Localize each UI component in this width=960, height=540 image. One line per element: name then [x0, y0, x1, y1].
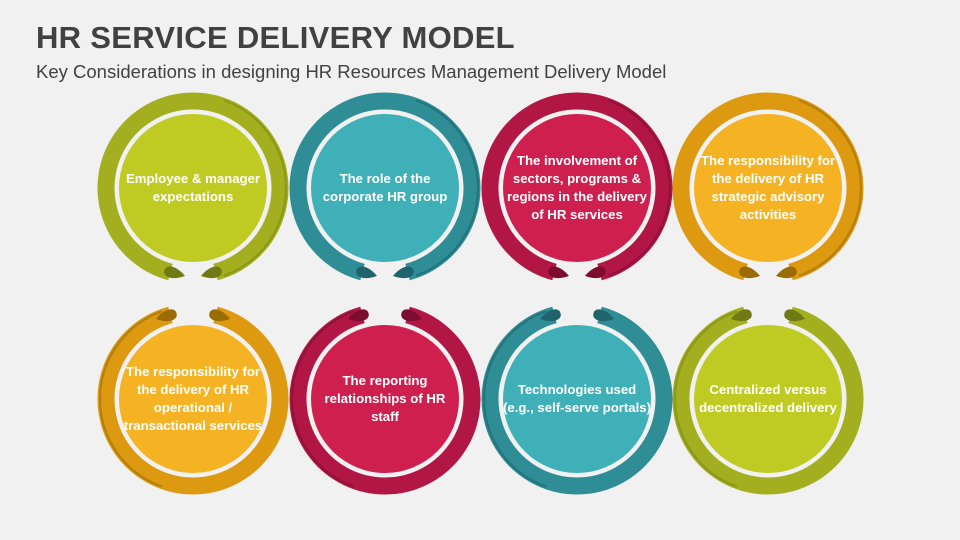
node-arrowhead-8-1: [784, 309, 806, 322]
node-graphic-1: [97, 92, 289, 281]
node-graphic-7: [481, 306, 673, 495]
node-ring-1: [97, 92, 289, 281]
node-disc-6: [311, 325, 459, 473]
node-thin-arc-2: [415, 99, 480, 277]
node-arrowhead-1-2: [201, 266, 222, 279]
diagram-node-7[interactable]: Technologies used (e.g., self-serve port…: [477, 299, 677, 499]
node-arrowhead-7-2: [539, 309, 561, 322]
node-graphic-8: [672, 306, 864, 495]
node-thin-arc-5: [98, 310, 163, 488]
node-arrowhead-8-2: [730, 309, 752, 322]
node-graphic-6: [289, 306, 481, 495]
node-thin-arc-1: [223, 99, 288, 277]
page-title: HR SERVICE DELIVERY MODEL: [36, 20, 515, 55]
node-disc-5: [119, 325, 267, 473]
node-thin-arc-8: [673, 310, 738, 488]
node-arrowhead-5-2: [155, 309, 177, 322]
node-thin-arc-7: [482, 310, 547, 488]
node-disc-2: [311, 114, 459, 262]
node-arrowhead-6-1: [401, 309, 423, 322]
node-ring-7: [481, 306, 673, 495]
node-ring-3: [481, 92, 673, 281]
node-arrowhead-3-1: [548, 266, 569, 279]
node-graphic-4: [672, 92, 864, 281]
node-arrowhead-6-2: [347, 309, 369, 322]
node-disc-8: [694, 325, 842, 473]
node-graphic-2: [289, 92, 481, 281]
node-thin-arc-4: [798, 99, 863, 277]
diagram-node-3[interactable]: The involvement of sectors, programs & r…: [477, 88, 677, 288]
node-thin-arc-3: [607, 99, 672, 277]
node-ring-2: [289, 92, 481, 281]
node-ring-8: [672, 306, 864, 495]
node-disc-1: [119, 114, 267, 262]
node-ring-4: [672, 92, 864, 281]
node-disc-4: [694, 114, 842, 262]
node-arrowhead-4-2: [776, 266, 797, 279]
node-thin-arc-6: [290, 310, 355, 488]
node-arrowhead-1-1: [164, 266, 185, 279]
node-arrowhead-7-1: [593, 309, 615, 322]
node-ring-5: [97, 306, 289, 495]
node-arrowhead-5-1: [209, 309, 231, 322]
diagram-node-5[interactable]: The responsibility for the delivery of H…: [93, 299, 293, 499]
node-graphic-3: [481, 92, 673, 281]
diagram-node-8[interactable]: Centralized versus decentralized deliver…: [668, 299, 868, 499]
node-graphic-5: [97, 306, 289, 495]
node-disc-7: [503, 325, 651, 473]
node-arrowhead-4-1: [739, 266, 760, 279]
diagram-node-1[interactable]: Employee & manager expectations: [93, 88, 293, 288]
page-subtitle: Key Considerations in designing HR Resou…: [36, 61, 667, 82]
node-arrowhead-3-2: [585, 266, 606, 279]
node-ring-6: [289, 306, 481, 495]
node-arrowhead-2-2: [393, 266, 414, 279]
node-disc-3: [503, 114, 651, 262]
diagram-node-4[interactable]: The responsibility for the delivery of H…: [668, 88, 868, 288]
diagram-node-6[interactable]: The reporting relationships of HR staff: [285, 299, 485, 499]
node-arrowhead-2-1: [356, 266, 377, 279]
diagram-node-2[interactable]: The role of the corporate HR group: [285, 88, 485, 288]
